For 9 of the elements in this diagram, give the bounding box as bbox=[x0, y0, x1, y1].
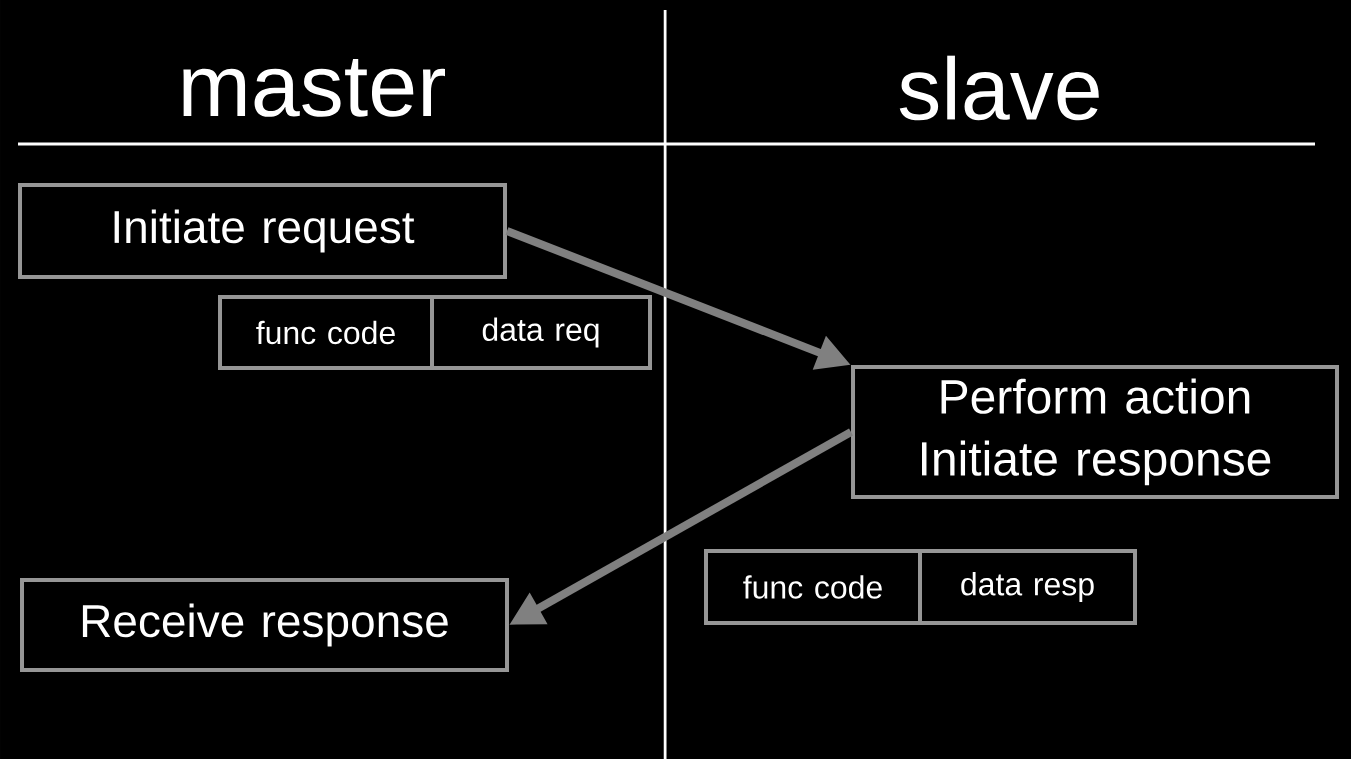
process-box: data req bbox=[430, 295, 652, 370]
process-box: Initiate request bbox=[18, 183, 507, 279]
process-box: func code bbox=[218, 295, 434, 370]
process-box: Receive response bbox=[20, 578, 509, 672]
process-box: Perform action Initiate response bbox=[851, 365, 1339, 499]
process-box: data resp bbox=[918, 549, 1137, 625]
column-heading: master bbox=[183, 59, 445, 117]
process-box: func code bbox=[704, 549, 922, 625]
column-heading: slave bbox=[899, 55, 1099, 121]
